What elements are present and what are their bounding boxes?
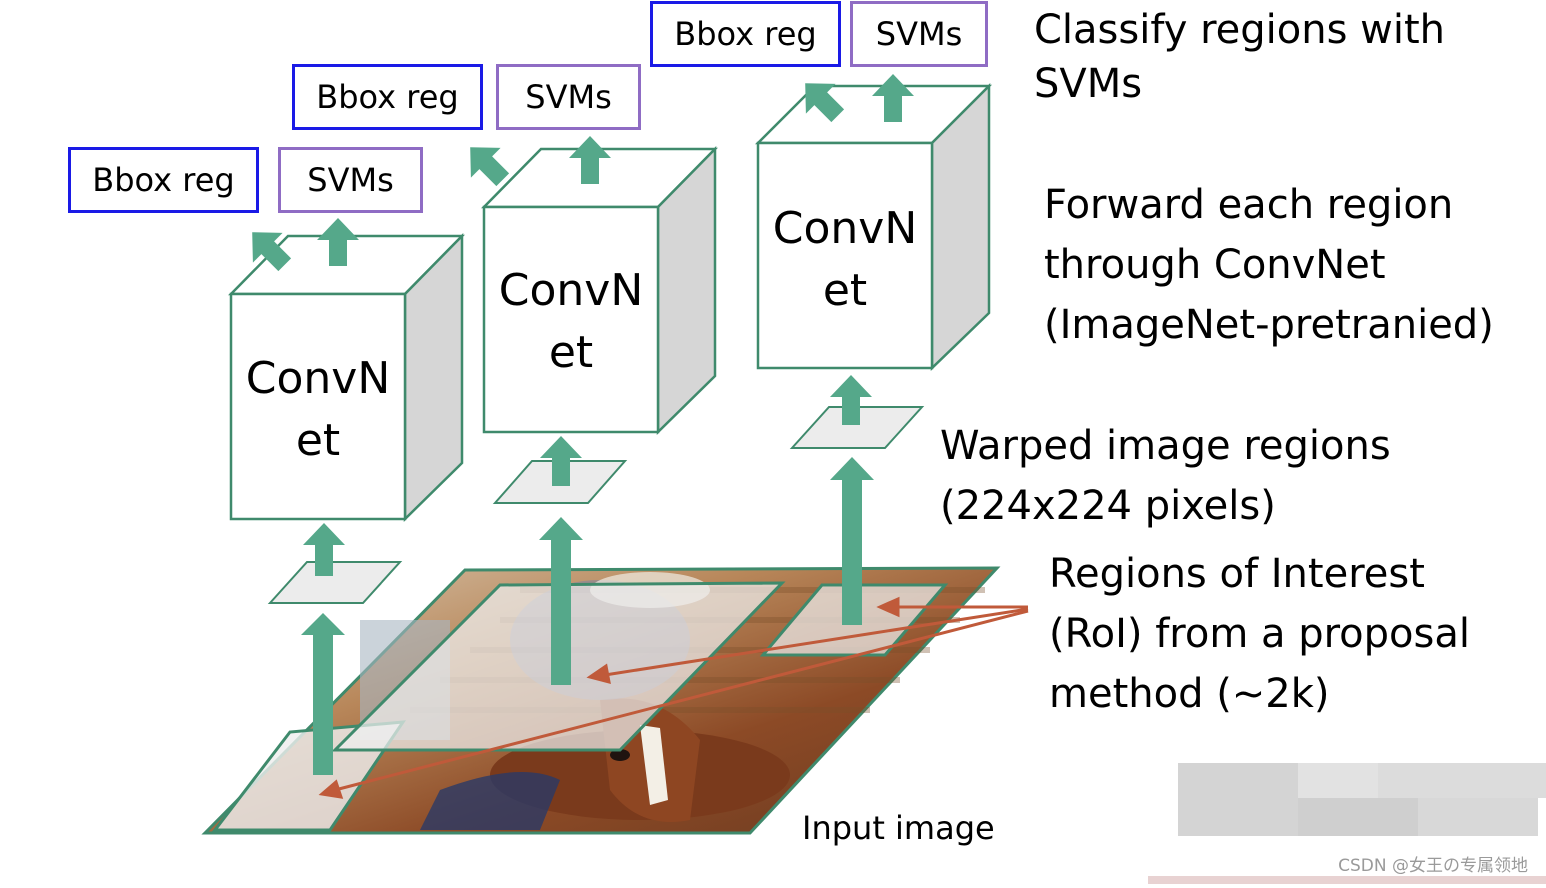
blurred-thumbnail [1148,763,1546,884]
input-image-caption: Input image [802,809,995,847]
convnet-label-1-line2: et [295,415,341,466]
warped-caption-line1: Warped image regions [940,423,1391,469]
roi-caption-line3: method (~2k) [1049,671,1330,717]
roi-caption: Regions of Interest (RoI) from a proposa… [1049,544,1470,724]
long-arrows [301,457,874,775]
convnet-label-2-line1: ConvN [498,265,644,316]
roi-caption-line1: Regions of Interest [1049,551,1425,597]
classify-caption: Classify regions with SVMs [1034,3,1445,111]
convnet-label-1: ConvN et [231,348,405,472]
bbox-reg-box-1: Bbox reg [68,147,259,213]
convnet-box-2 [481,145,718,435]
classify-caption-line2: SVMs [1034,61,1143,107]
convnet-label-2-line2: et [548,327,594,378]
output-arrows [252,74,914,272]
convnet-label-3: ConvN et [758,198,932,322]
classify-caption-line1: Classify regions with [1034,7,1446,53]
convnet-label-3-line2: et [822,265,868,316]
bbox-reg-box-3: Bbox reg [650,1,841,67]
forward-caption-line3: (ImageNet-pretranied) [1044,302,1494,348]
convnet-label-1-line1: ConvN [245,353,391,404]
convnet-label-2: ConvN et [484,260,658,384]
short-arrows [303,375,872,576]
svms-box-1: SVMs [278,147,423,213]
svms-box-3: SVMs [850,1,988,67]
forward-caption-line1: Forward each region [1044,182,1454,228]
bbox-reg-box-2: Bbox reg [292,64,483,130]
watermark: CSDN @女王の专属领地 [1338,856,1528,876]
forward-caption-line2: through ConvNet [1044,242,1386,288]
svms-box-2: SVMs [496,64,641,130]
warped-caption-line2: (224x224 pixels) [940,483,1276,529]
convnet-label-3-line1: ConvN [772,203,918,254]
roi-caption-line2: (RoI) from a proposal [1049,611,1470,657]
warped-caption: Warped image regions (224x224 pixels) [940,416,1391,536]
roi-pointers [318,596,1029,799]
forward-caption: Forward each region through ConvNet (Ima… [1044,175,1494,355]
